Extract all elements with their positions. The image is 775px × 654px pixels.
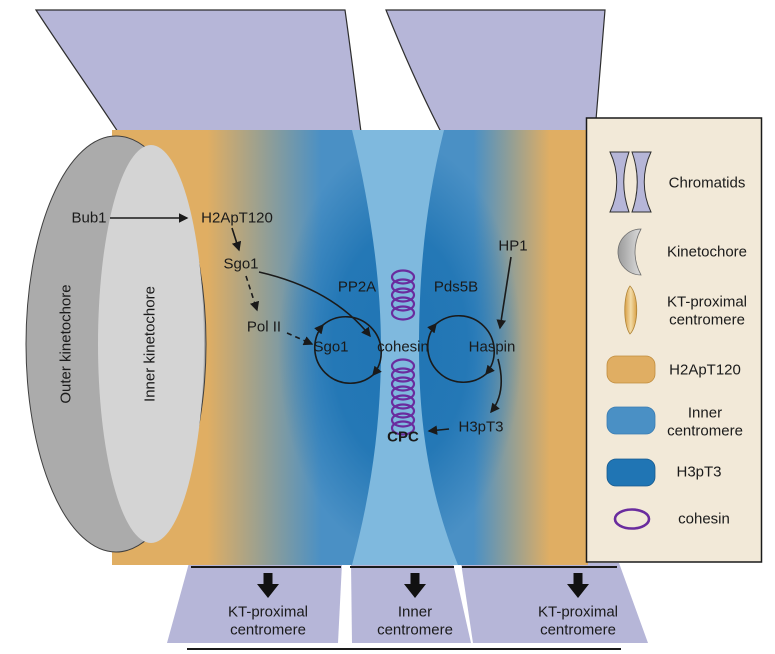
legend-label-inner-centromere-line2: centromere bbox=[667, 423, 743, 440]
haspin-cycle-arrow bbox=[426, 314, 496, 384]
legend-label-cohesin: cohesin bbox=[678, 511, 730, 528]
legend-label-kt-proximal-line2: centromere bbox=[669, 312, 745, 329]
cohesin-coil-upper bbox=[390, 269, 416, 321]
h2apt120-swatch bbox=[606, 355, 656, 384]
pathway-arrows bbox=[110, 213, 512, 435]
center-chromatid-bottom bbox=[351, 563, 471, 643]
bottom-label-left-line2: centromere bbox=[230, 622, 306, 639]
hp1-label: HP1 bbox=[498, 238, 527, 255]
legend-label-kt-proximal-line1: KT-proximal bbox=[667, 294, 747, 311]
left-chromatid-bottom bbox=[167, 563, 342, 643]
haspin-label: Haspin bbox=[469, 339, 516, 356]
down-arrow-left bbox=[257, 573, 279, 598]
cohesin-label: cohesin bbox=[377, 339, 429, 356]
arrow-h2apt120-to-sgo1 bbox=[231, 227, 242, 252]
kinetochore: Outer kinetochore Inner kinetochore bbox=[25, 135, 207, 553]
arrow-hp1-to-haspin bbox=[496, 256, 512, 330]
inner-centromere-column bbox=[352, 130, 458, 565]
bottom-label-center-line1: Inner bbox=[398, 604, 432, 621]
pds5b-label: Pds5B bbox=[434, 279, 478, 296]
bottom-label-center-line2: centromere bbox=[377, 622, 453, 639]
h2apt120-label: H2ApT120 bbox=[201, 210, 273, 227]
pol2-label: Pol II bbox=[247, 319, 281, 336]
arrow-pol2-to-sgo1-center bbox=[286, 332, 314, 346]
cohesin-icon bbox=[613, 508, 651, 530]
cpc-label: CPC bbox=[387, 429, 419, 446]
down-arrow-right bbox=[567, 573, 589, 598]
pp2a-label: PP2A bbox=[338, 279, 376, 296]
legend-label-h2apt120: H2ApT120 bbox=[669, 362, 741, 379]
legend-label-h3pt3: H3pT3 bbox=[676, 464, 721, 481]
inner-centromere-swatch bbox=[606, 406, 656, 435]
h3pt3-label: H3pT3 bbox=[458, 419, 503, 436]
h3pt3-swatch bbox=[606, 458, 656, 487]
inner-kinetochore-label: Inner kinetochore bbox=[142, 286, 159, 402]
arrow-h3pt3-to-cpc bbox=[427, 425, 450, 435]
arrow-haspin-to-h3pt3 bbox=[490, 358, 503, 414]
chromatids bbox=[34, 9, 648, 643]
right-chromatid-top bbox=[385, 9, 606, 133]
sgo1-upper-label: Sgo1 bbox=[223, 256, 258, 273]
bub1-label: Bub1 bbox=[71, 210, 106, 227]
inner-kinetochore-shape bbox=[98, 145, 204, 543]
chromatids-icon bbox=[609, 151, 652, 213]
cohesin-coil-lower bbox=[390, 358, 416, 436]
outer-kinetochore-label: Outer kinetochore bbox=[58, 284, 75, 403]
bottom-label-left-line1: KT-proximal bbox=[228, 604, 308, 621]
legend-label-kinetochore: Kinetochore bbox=[667, 244, 747, 261]
legend-label-inner-centromere-line1: Inner bbox=[688, 405, 722, 422]
kt-proximal-centromere-icon bbox=[624, 285, 638, 335]
arrow-sgo1-to-cohesin bbox=[258, 271, 371, 338]
right-chromatid-bottom bbox=[461, 563, 648, 643]
legend-label-chromatids: Chromatids bbox=[669, 175, 746, 192]
pathway-labels: Bub1 H2ApT120 Sgo1 Pol II PP2A Pds5B Sgo… bbox=[71, 210, 527, 446]
legend: Chromatids Kinetochore KT-proximal centr… bbox=[585, 117, 763, 563]
kinetochore-icon bbox=[617, 228, 642, 276]
down-arrow-center bbox=[404, 573, 426, 598]
sgo1-center-label: Sgo1 bbox=[313, 339, 348, 356]
bottom-label-right-line1: KT-proximal bbox=[538, 604, 618, 621]
bottom-label-right-line2: centromere bbox=[540, 622, 616, 639]
arrow-sgo1-to-pol2 bbox=[245, 275, 260, 312]
left-chromatid-top bbox=[34, 9, 362, 133]
bottom-region: KT-proximal centromere Inner centromere … bbox=[187, 566, 621, 650]
